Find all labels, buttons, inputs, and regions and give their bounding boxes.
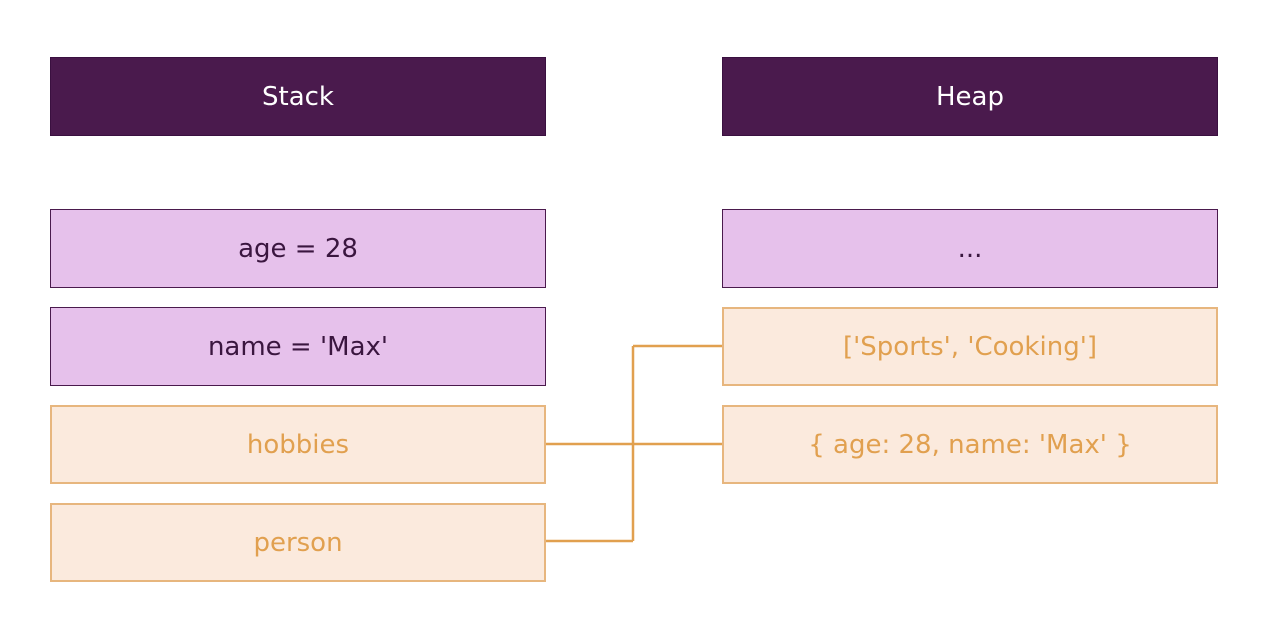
connector-hobbies xyxy=(546,344,722,446)
stack-item-name: name = 'Max' xyxy=(50,307,546,386)
stack-item-age: age = 28 xyxy=(50,209,546,288)
stack-item-person: person xyxy=(50,503,546,582)
stack-header: Stack xyxy=(50,57,546,136)
connector-person xyxy=(546,442,722,543)
heap-item-person-object: { age: 28, name: 'Max' } xyxy=(722,405,1218,484)
heap-item-hobbies-array: ['Sports', 'Cooking'] xyxy=(722,307,1218,386)
heap-item-ellipsis: ... xyxy=(722,209,1218,288)
heap-header: Heap xyxy=(722,57,1218,136)
stack-item-hobbies: hobbies xyxy=(50,405,546,484)
